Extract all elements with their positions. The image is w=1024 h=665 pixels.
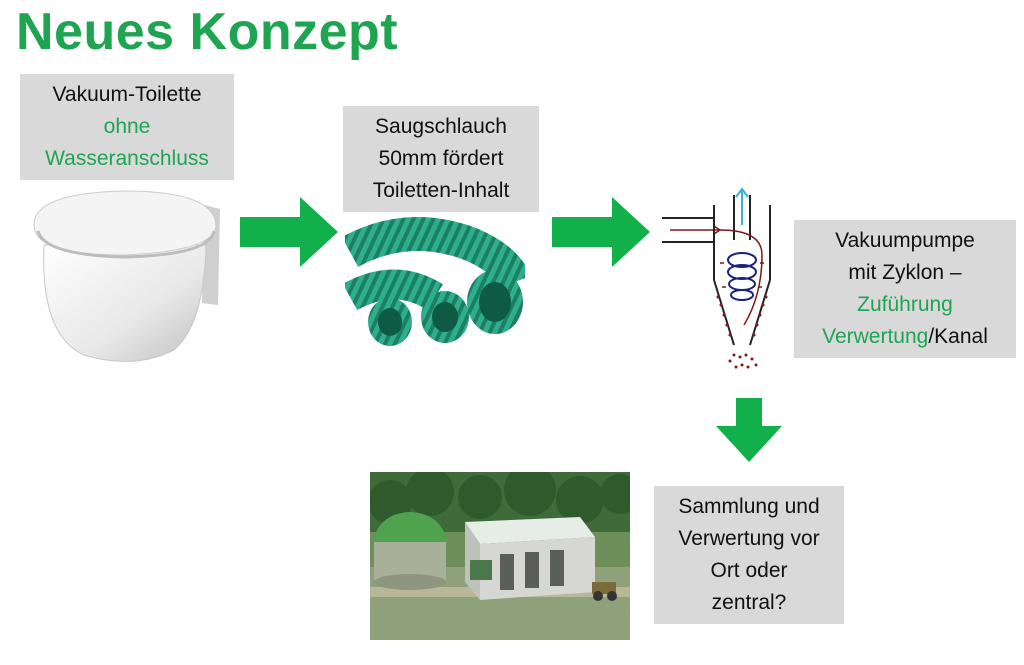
toilet-label-box: Vakuum-Toilette ohne Wasseranschluss: [20, 74, 234, 180]
hose-label-line1: Saugschlauch: [375, 115, 507, 138]
collection-label-box: Sammlung und Verwertung vor Ort oder zen…: [654, 486, 844, 624]
collection-label-line1: Sammlung und: [678, 495, 820, 518]
collection-label-line2: Verwertung vor: [678, 527, 820, 550]
arrow-right-2: [552, 197, 650, 267]
arrow-right-1: [240, 197, 338, 267]
hose-label-box: Saugschlauch 50mm fördert Toiletten-Inha…: [343, 106, 539, 212]
toilet-label-line2: ohne: [103, 115, 151, 138]
toilet-label-line1: Vakuum-Toilette: [52, 83, 202, 106]
suction-hose-image: [345, 217, 525, 346]
pump-label-line2: mit Zyklon –: [848, 261, 962, 284]
toilet-image: [33, 190, 220, 362]
pump-label-line4: Verwertung/Kanal: [794, 321, 1016, 353]
collection-label-line3: Ort oder: [710, 559, 788, 582]
pump-label-line4-green: Verwertung: [822, 325, 929, 348]
cyclone-diagram: [662, 187, 771, 369]
pump-label-line4-rest: /Kanal: [928, 325, 988, 348]
hose-label-line2: 50mm fördert: [378, 147, 504, 170]
hose-label-line3: Toiletten-Inhalt: [372, 179, 510, 202]
page-title: Neues Konzept: [16, 3, 399, 61]
biogas-plant-image: [370, 472, 630, 640]
collection-label-line4: zentral?: [711, 591, 787, 614]
pump-label-line1: Vakuumpumpe: [835, 229, 975, 252]
pump-label-box: Vakuumpumpe mit Zyklon – Zuführung Verwe…: [794, 220, 1016, 358]
toilet-label-line3: Wasseranschluss: [45, 147, 209, 170]
arrow-down: [716, 398, 782, 462]
pump-label-line3: Zuführung: [857, 293, 953, 316]
